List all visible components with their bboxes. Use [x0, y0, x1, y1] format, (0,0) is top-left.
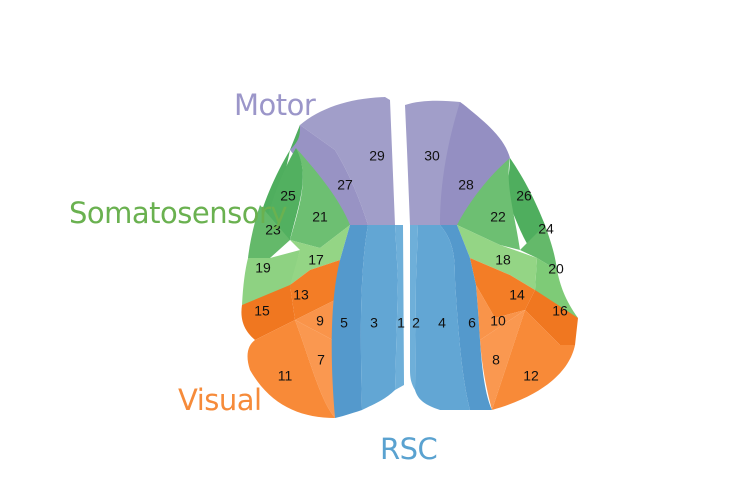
region-29[interactable] — [300, 97, 395, 225]
region-number-23: 23 — [265, 222, 281, 238]
region-16[interactable] — [525, 290, 578, 345]
region-3[interactable] — [360, 225, 398, 410]
region-4[interactable] — [415, 225, 470, 410]
region-number-14: 14 — [509, 287, 525, 303]
region-number-12: 12 — [523, 368, 539, 384]
region-8[interactable] — [480, 310, 525, 410]
region-number-9: 9 — [316, 313, 324, 329]
region-number-24: 24 — [538, 221, 554, 237]
region-9[interactable] — [295, 300, 335, 340]
region-14[interactable] — [470, 258, 535, 318]
region-number-18: 18 — [495, 252, 511, 268]
region-number-15: 15 — [254, 303, 270, 319]
region-2[interactable] — [410, 225, 418, 390]
region-6[interactable] — [440, 225, 492, 410]
region-number-11: 11 — [278, 368, 293, 384]
region-12[interactable] — [492, 310, 575, 410]
group-label-somatosensory: Somatosensory — [69, 196, 288, 230]
region-27[interactable] — [290, 125, 368, 225]
region-number-16: 16 — [552, 303, 568, 319]
region-5[interactable] — [331, 225, 368, 418]
region-26[interactable] — [505, 158, 545, 255]
region-10[interactable] — [476, 285, 525, 340]
region-number-7: 7 — [317, 352, 325, 368]
region-number-10: 10 — [490, 313, 506, 329]
region-21[interactable] — [290, 148, 350, 248]
region-number-2: 2 — [412, 315, 420, 331]
region-number-28: 28 — [458, 177, 474, 193]
region-number-8: 8 — [492, 352, 500, 368]
group-label-motor: Motor — [234, 88, 316, 122]
region-number-26: 26 — [516, 188, 532, 204]
region-22[interactable] — [457, 158, 520, 250]
region-number-30: 30 — [424, 148, 440, 164]
region-number-21: 21 — [312, 209, 328, 225]
group-label-visual: Visual — [178, 383, 262, 417]
region-28[interactable] — [440, 102, 510, 225]
region-17[interactable] — [290, 225, 350, 285]
region-13[interactable] — [290, 260, 340, 320]
region-number-1: 1 — [397, 315, 405, 331]
region-11[interactable] — [247, 320, 335, 418]
region-7[interactable] — [295, 320, 335, 418]
region-18[interactable] — [457, 225, 537, 290]
region-number-29: 29 — [369, 148, 385, 164]
region-number-3: 3 — [370, 315, 378, 331]
region-number-5: 5 — [340, 315, 348, 331]
region-number-20: 20 — [548, 261, 564, 277]
region-number-25: 25 — [280, 188, 296, 204]
group-label-rsc: RSC — [380, 432, 438, 466]
region-number-4: 4 — [438, 315, 446, 331]
region-25[interactable] — [255, 125, 300, 235]
region-number-27: 27 — [337, 177, 353, 193]
region-23[interactable] — [248, 205, 290, 258]
region-24[interactable] — [520, 225, 557, 270]
region-number-22: 22 — [490, 209, 506, 225]
region-number-13: 13 — [293, 287, 309, 303]
region-number-17: 17 — [308, 252, 324, 268]
region-number-19: 19 — [255, 260, 271, 276]
region-1[interactable] — [395, 225, 404, 390]
region-15[interactable] — [241, 285, 295, 340]
region-number-6: 6 — [468, 315, 476, 331]
